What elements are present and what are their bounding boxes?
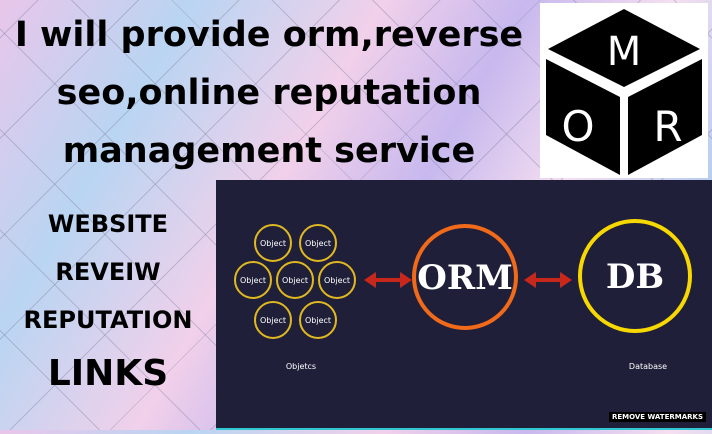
headline-line: seo,online reputation <box>56 73 482 113</box>
arrow-objects-orm <box>364 272 412 288</box>
object-label: Object <box>305 239 331 248</box>
object-label: Object <box>260 316 286 325</box>
object-circle <box>254 301 292 339</box>
object-circle <box>254 224 292 262</box>
object-label: Object <box>260 239 286 248</box>
headline: I will provide orm,reverse seo,online re… <box>4 6 534 180</box>
objects-caption: Objetcs <box>286 362 316 371</box>
services-list: WEBSITE REVEIW REPUTATION LINKS <box>0 200 216 404</box>
db-circle <box>578 219 692 333</box>
service-item: LINKS <box>47 353 169 394</box>
object-circle <box>234 261 272 299</box>
service-item: REVEIW <box>55 258 161 286</box>
object-circle <box>299 224 337 262</box>
object-label: Object <box>305 316 331 325</box>
logo-letter-r: R <box>653 102 682 151</box>
object-label: Object <box>282 276 308 285</box>
logo-letter-o: O <box>561 102 594 151</box>
service-item: WEBSITE <box>47 210 169 238</box>
arrow-orm-db <box>524 272 572 288</box>
object-circle <box>299 301 337 339</box>
object-label: Object <box>324 276 350 285</box>
object-circle <box>276 261 314 299</box>
orm-label: ORM <box>417 258 513 298</box>
orm-circle <box>412 224 518 330</box>
object-label: Object <box>240 276 266 285</box>
headline-line: management service <box>62 131 476 171</box>
headline-line: I will provide orm,reverse <box>14 15 524 55</box>
service-item: REPUTATION <box>23 306 193 334</box>
logo-letter-m: M <box>607 29 642 75</box>
database-caption: Database <box>629 362 667 371</box>
object-circle <box>318 261 356 299</box>
remove-watermarks-button[interactable]: REMOVE WATERMARKS <box>608 412 706 422</box>
mor-cube-logo: M O R <box>540 3 708 178</box>
db-label: DB <box>606 257 664 297</box>
